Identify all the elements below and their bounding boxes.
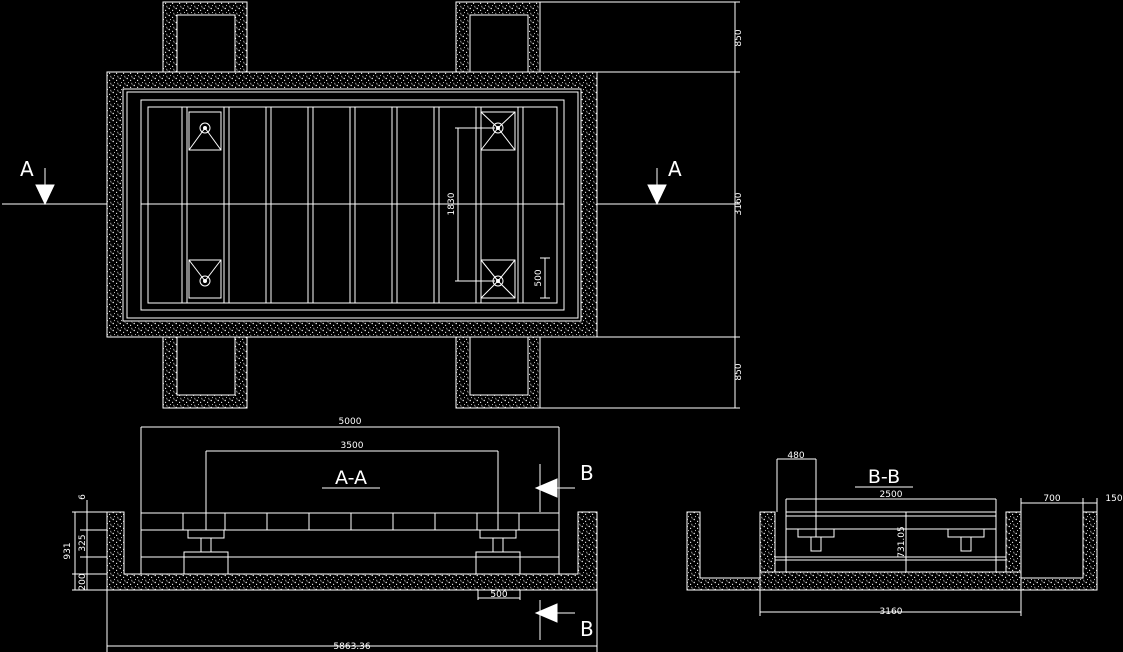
load-cell-top-left [188, 111, 222, 151]
dim-platform-length: 5000 [339, 417, 362, 427]
dim-pit-bottom: 850 [734, 363, 744, 380]
dim-load-cell-offset: 500 [534, 269, 544, 286]
load-cell-top-right [480, 111, 516, 151]
pit-bottom-right [455, 336, 541, 409]
section-mark-right: A [668, 157, 682, 181]
dim-base-width: 3160 [880, 607, 903, 617]
dim-pit-top: 850 [734, 29, 744, 46]
section-aa-title: A-A [335, 467, 367, 489]
platform-frame-mid [140, 99, 565, 311]
dim-load-cell-spacing: 3500 [341, 441, 364, 451]
load-cell-bottom-right [480, 259, 516, 299]
pit-top-left [162, 1, 248, 73]
dim-overall-length: 5863.36 [333, 642, 370, 652]
dim-foot: 500 [490, 590, 507, 600]
platform-frame-inner [147, 106, 558, 304]
dim-height: 731.05 [897, 526, 907, 558]
dim-platform-height: 325 [78, 534, 88, 551]
dim-lip: 150 [1105, 494, 1122, 504]
cut-mark-top: B [580, 461, 594, 485]
section-bb-floor [759, 571, 1022, 591]
section-mark-left: A [20, 157, 34, 181]
dim-overall-width: 3160 [734, 192, 744, 215]
dim-platform-width: 2500 [880, 490, 903, 500]
dim-total-depth: 931 [63, 542, 73, 559]
plan-view [2, 1, 740, 409]
dim-top: 6 [78, 494, 88, 500]
section-aa-concrete [106, 511, 598, 591]
dim-slab: 200 [78, 573, 88, 590]
platform-frame-outer [126, 91, 579, 319]
section-aa-segments [182, 513, 520, 530]
dim-wall: 700 [1043, 494, 1060, 504]
deck-beams [181, 107, 524, 303]
cut-mark-bottom: B [580, 617, 594, 641]
section-aa [72, 426, 598, 652]
pit-top-right [455, 1, 541, 73]
pit-bottom-left [162, 336, 248, 409]
section-bb [686, 458, 1098, 616]
dim-load-cell-span: 1830 [447, 192, 457, 215]
section-bb-title: B-B [868, 466, 900, 488]
dim-offset: 480 [787, 451, 804, 461]
load-cell-bottom-left [188, 259, 222, 299]
